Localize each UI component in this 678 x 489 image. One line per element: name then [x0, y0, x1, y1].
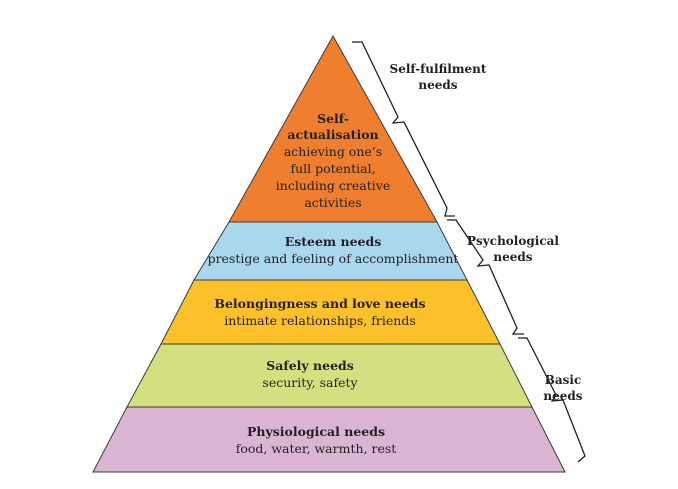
brace-self-fulfilment [352, 41, 455, 217]
layer-desc-line: food, water, warmth, rest [236, 441, 397, 456]
group-label-psychological: Psychological [467, 234, 559, 248]
layer-desc-line: activities [304, 195, 361, 210]
group-label-self-fulfilment: Self-fulfilment [390, 62, 487, 76]
layer-desc-line: prestige and feeling of accomplishment [208, 251, 459, 266]
layer-title-physiological: Physiological needs [247, 424, 385, 439]
layer-desc-line: including creative [276, 178, 390, 193]
layer-belongingness [160, 279, 501, 345]
layer-desc-line: security, safety [262, 375, 358, 390]
group-label-basic: Basic [545, 373, 582, 387]
group-label-psychological-2: needs [493, 250, 532, 264]
group-label-self-fulfilment-2: needs [418, 78, 457, 92]
layer-title-safety: Safely needs [266, 358, 354, 373]
brace-psychological [447, 219, 524, 335]
layer-desc-line: intimate relationships, friends [224, 313, 415, 328]
group-label-basic-2: needs [543, 389, 582, 403]
layer-physiological [92, 406, 566, 473]
layer-desc-line: achieving one’s [284, 144, 382, 159]
brace-basic [518, 337, 586, 463]
layer-title-esteem: Esteem needs [285, 234, 382, 249]
layer-desc-line: full potential, [290, 161, 375, 176]
layer-title-self-actualisation-2: actualisation [287, 127, 378, 142]
layer-title-self-actualisation: Self- [317, 111, 349, 126]
layer-title-belongingness: Belongingness and love needs [214, 296, 425, 311]
